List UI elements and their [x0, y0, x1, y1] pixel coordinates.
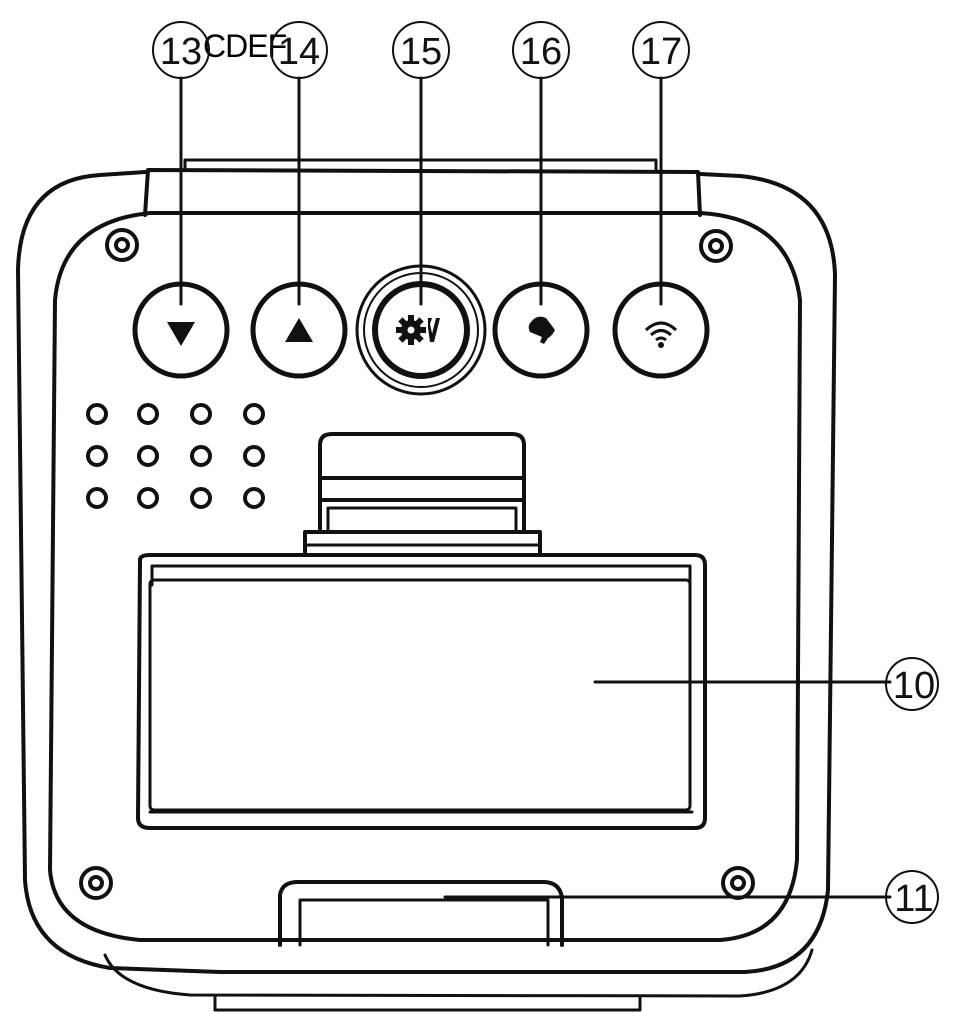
- battery-latch[interactable]: [303, 432, 542, 557]
- triangle-up-icon: [285, 318, 313, 342]
- inner-panel: [48, 211, 802, 942]
- callout-label-10: 10: [893, 665, 935, 707]
- bottom-base: [103, 948, 814, 998]
- screw-bottom-left: [79, 866, 113, 900]
- callout-circle-10: [885, 657, 939, 711]
- triangle-down-icon: [167, 322, 195, 346]
- battery-cover[interactable]: [136, 553, 707, 830]
- screw-bottom-right: [721, 866, 755, 900]
- bottom-foot: [213, 994, 642, 1012]
- screw-top-left: [105, 228, 139, 262]
- callout-label-16: 16: [520, 31, 562, 73]
- callout-circle-13: [152, 21, 210, 79]
- callout-label-17: 17: [640, 31, 682, 73]
- top-clip: [143, 168, 702, 217]
- callout-circle-16: [512, 21, 570, 79]
- screw-top-right: [699, 229, 733, 263]
- stand-slot[interactable]: [278, 880, 564, 947]
- callout-circle-17: [632, 21, 690, 79]
- gear-wrench-icon: [396, 315, 440, 345]
- outer-housing: [16, 170, 837, 974]
- wifi-icon: [644, 321, 678, 348]
- callout-circle-15: [392, 21, 450, 79]
- callout-label-11: 11: [894, 878, 933, 920]
- callout-label-14: 14: [278, 31, 320, 73]
- callout-circle-14: [270, 21, 328, 79]
- callout-label-15: 15: [400, 31, 442, 73]
- bell-icon: [528, 316, 555, 344]
- callout-label-13: 13: [160, 31, 202, 73]
- callout-circle-11: [885, 870, 939, 924]
- speaker-grille: [86, 403, 265, 509]
